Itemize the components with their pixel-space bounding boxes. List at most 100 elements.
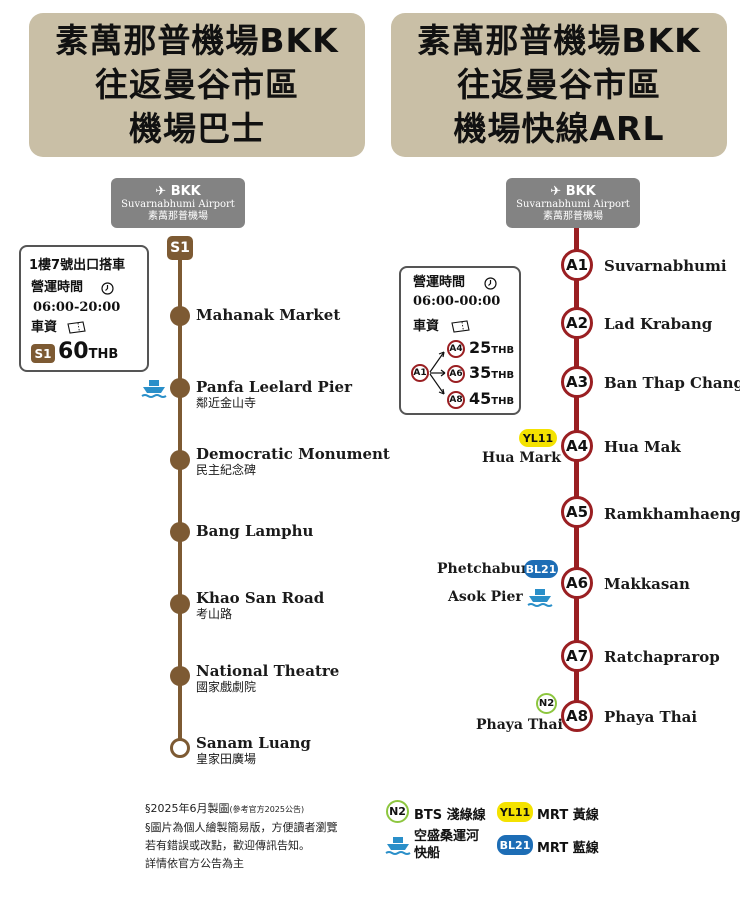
- arl-station-a6: A6: [561, 567, 593, 599]
- bus-stop-3: Democratic Monument 民主紀念碑: [196, 445, 390, 478]
- ticket-icon: [67, 321, 86, 334]
- arl-station-a5: A5: [561, 496, 593, 528]
- boat-icon: [527, 589, 553, 607]
- bus-title-box: 素萬那普機場BKK 往返曼谷市區 機場巴士: [29, 13, 365, 157]
- bus-title-line-1: 素萬那普機場BKK: [55, 21, 339, 60]
- bus-stop-name-zh: 皇家田廣場: [196, 752, 257, 766]
- airport-name-zh: 素萬那普機場: [148, 210, 208, 222]
- arl-station-name: Phaya Thai: [604, 708, 698, 726]
- fare-dest-a4: A4: [447, 340, 465, 358]
- boat-icon: [385, 837, 411, 855]
- bus-stop-2: Panfa Leelard Pier 鄰近金山寺: [196, 378, 352, 411]
- arrow-icon: [429, 351, 446, 395]
- arl-info-box: 營運時間 06:00-00:00 車資 A1 A4 25THB A6 35THB…: [399, 266, 521, 415]
- bus-stop-6: National Theatre 國家戲劇院: [196, 662, 339, 695]
- transfer-badge-bl21: BL21: [524, 560, 558, 578]
- arl-station-a3: A3: [561, 366, 593, 398]
- airport-code: BKK: [565, 183, 596, 199]
- bus-airport-box: ✈ BKK Suvarnabhumi Airport 素萬那普機場: [111, 178, 245, 228]
- footnotes: §2025年6月製圖(參考官方2025公告) §圖片為個人繪製簡易版，方便讀者瀏…: [145, 800, 338, 873]
- arl-station-a2: A2: [561, 307, 593, 339]
- arl-airport-box: ✈ BKK Suvarnabhumi Airport 素萬那普機場: [506, 178, 640, 228]
- arl-station-a7: A7: [561, 640, 593, 672]
- hours-label: 營運時間: [31, 280, 84, 295]
- transfer-badge-n2: N2: [536, 693, 557, 714]
- fare-route-badge: S1: [31, 344, 55, 363]
- note-line-2: §圖片為個人繪製簡易版，方便讀者瀏覽: [145, 821, 338, 834]
- arl-station-name: Ramkhamhaeng: [604, 505, 740, 523]
- arl-station-a8: A8: [561, 700, 593, 732]
- bus-stop-name: National Theatre: [196, 662, 340, 680]
- arl-station-name: Ratchaprarop: [604, 648, 720, 666]
- legend-mrt-yellow-label: MRT 黃線: [537, 808, 599, 823]
- plane-icon: ✈: [550, 183, 562, 199]
- fare-origin-a1: A1: [411, 364, 429, 382]
- transfer-name-phetchaburi: Phetchaburi: [437, 561, 534, 577]
- bus-title-line-2: 往返曼谷市區: [95, 65, 299, 104]
- fare-dest-a8: A8: [447, 391, 465, 409]
- clock-icon: [101, 282, 114, 295]
- arl-title-line-2: 往返曼谷市區: [457, 65, 661, 104]
- arl-station-name: Makkasan: [604, 575, 690, 593]
- fare-unit: THB: [88, 347, 119, 362]
- hours-value: 06:00-00:00: [413, 294, 501, 309]
- fare-to-a8: 45THB: [469, 389, 515, 408]
- bus-stop-4: Bang Lamphu: [196, 522, 313, 540]
- bus-stop-dot: [170, 522, 190, 542]
- fare-dest-a6: A6: [447, 365, 465, 383]
- arl-station-name: Ban Thap Chang: [604, 374, 740, 392]
- airport-name-zh: 素萬那普機場: [543, 210, 603, 222]
- legend-boat-label-1: 空盛桑運河: [414, 829, 480, 844]
- arl-station-name: Suvarnabhumi: [604, 257, 727, 275]
- bus-stop-dot: [170, 306, 190, 326]
- bus-stop-name-zh: 考山路: [196, 607, 233, 621]
- arl-station-name: Hua Mak: [604, 438, 681, 456]
- bus-stop-name: Khao San Road: [196, 589, 325, 607]
- bus-title-line-3: 機場巴士: [129, 109, 265, 148]
- boat-icon: [141, 380, 167, 398]
- transfer-badge-yl11: YL11: [519, 429, 557, 447]
- legend-badge-bl21: BL21: [497, 835, 533, 855]
- legend-badge-yl11: YL11: [497, 802, 533, 822]
- fare-to-a6: 35THB: [469, 363, 515, 382]
- airport-name-en: Suvarnabhumi Airport: [121, 198, 235, 210]
- legend-boat-label-2: 快船: [414, 846, 441, 861]
- bus-stop-name: Sanam Luang: [196, 734, 311, 752]
- legend-boat-label: 空盛桑運河 快船: [414, 828, 479, 862]
- note-line-3: 若有錯誤或改點，歡迎傳訊告知。: [145, 839, 310, 852]
- bus-stop-name: Panfa Leelard Pier: [196, 378, 352, 396]
- bus-stop-5: Khao San Road 考山路: [196, 589, 324, 622]
- hours-label: 營運時間: [413, 275, 466, 290]
- bus-stop-1: Mahanak Market: [196, 306, 340, 324]
- clock-icon: [484, 277, 497, 290]
- bus-stop-dot: [170, 594, 190, 614]
- bus-stop-dot: [170, 378, 190, 398]
- arl-station-name: Lad Krabang: [604, 315, 713, 333]
- bus-stop-dot-terminal: [170, 738, 190, 758]
- arl-station-a4: A4: [561, 430, 593, 462]
- bus-info-box: 1樓7號出口搭車 營運時間 06:00-20:00 車資 S1 60THB: [19, 245, 149, 372]
- legend-mrt-blue-label: MRT 藍線: [537, 841, 599, 856]
- bus-stop-name-zh: 民主紀念碑: [196, 463, 257, 477]
- airport-name-en: Suvarnabhumi Airport: [516, 198, 630, 210]
- arl-route-line: [574, 228, 579, 728]
- bus-stop-name-zh: 鄰近金山寺: [196, 396, 257, 410]
- transfer-name-phaya-thai: Phaya Thai: [476, 717, 563, 733]
- bus-stop-name: Democratic Monument: [196, 445, 390, 463]
- bus-stop-name: Mahanak Market: [196, 306, 341, 324]
- transfer-name-hua-mark: Hua Mark: [482, 450, 561, 466]
- bus-stop-name-zh: 國家戲劇院: [196, 680, 257, 694]
- airport-code: BKK: [170, 183, 201, 199]
- note-line-1: §2025年6月製圖: [145, 802, 230, 815]
- note-line-1-small: (參考官方2025公告): [229, 805, 305, 814]
- transfer-name-asok-pier: Asok Pier: [448, 589, 523, 605]
- legend-bts-label: BTS 淺綠線: [414, 808, 486, 823]
- arl-title-line-1: 素萬那普機場BKK: [417, 21, 701, 60]
- bus-stop-7: Sanam Luang 皇家田廣場: [196, 734, 311, 767]
- bus-route-tag: S1: [167, 236, 193, 260]
- fare-amount: 60: [58, 339, 89, 364]
- bus-route-line: [178, 258, 182, 748]
- arl-station-a1: A1: [561, 249, 593, 281]
- pickup-text: 1樓7號出口搭車: [29, 258, 126, 273]
- bus-stop-name: Bang Lamphu: [196, 522, 314, 540]
